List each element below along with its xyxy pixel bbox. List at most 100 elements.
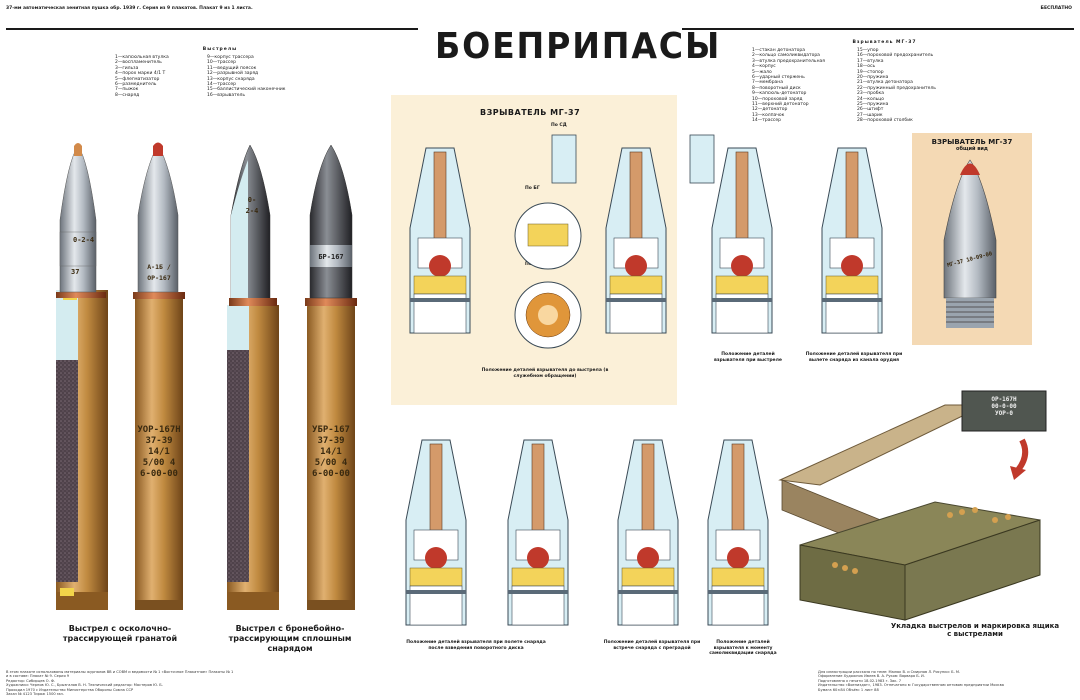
legend-item: 11—верхний детонатор	[752, 102, 809, 108]
legend-item: 3—гильза	[115, 65, 139, 71]
legend-item: 7—мембрана	[752, 80, 784, 86]
legend-fuze-col-2: 15—упор 16—пороховой предохранитель 17—в…	[857, 48, 936, 124]
legend-item: 14—трассер	[207, 82, 237, 88]
footer-line: Для иллюстрации рассказа по теме: Малюк …	[818, 670, 961, 674]
legend-fuze: Взрыватель МГ-37 1—стакан детонатора 2—к…	[752, 40, 977, 130]
legend-item: 19—стопор	[857, 69, 884, 75]
legend-shots-col-2: 9—корпус трассера 10—трассер 11—ведущий …	[207, 55, 285, 98]
fuze-detail-sd-2	[689, 134, 715, 184]
legend-item: 24—кольцо	[857, 96, 885, 102]
legend-item: 25—пружина	[857, 102, 889, 108]
fuze-general-title: ВЗРЫВАТЕЛЬ МГ-37	[931, 138, 1013, 146]
legend-item: 13—колпачок	[752, 112, 785, 118]
round-frag-external	[133, 142, 185, 610]
legend-item: 26—штифт	[857, 107, 884, 113]
legend-item: 2—кольцо самоликвидатора	[752, 53, 820, 59]
legend-item: 5—флегматизатор	[115, 76, 160, 82]
caption-bottom-3: Положение деталей взрывателя к моменту с…	[709, 640, 777, 656]
header-right: БЕСПЛАТНО	[1040, 6, 1072, 11]
legend-item: 6—ударный стержень	[752, 75, 805, 81]
footer-line: В этом плакате использованы материалы жу…	[6, 670, 234, 674]
legend-item: 10—трассер	[207, 60, 237, 66]
footer-line: Издательство «Воениздат», 1983. Отпечата…	[818, 683, 1004, 688]
legend-item: 4—корпус	[752, 64, 776, 70]
legend-item: 17—втулка	[857, 58, 884, 64]
legend-item: 10—пороховой заряд	[752, 96, 803, 102]
marking-line: УБР-167	[312, 425, 350, 435]
fuze-general-subtitle: общий вид	[956, 146, 988, 152]
fuze-cross-section-ab-center	[538, 305, 558, 325]
title-rule-left	[6, 28, 418, 30]
round-ap-cutaway	[227, 144, 279, 610]
footer-line: Подготовлено к печати 18.02.1983 г. Зак.…	[818, 678, 901, 683]
legend-item: 12—разрывной заряд	[207, 71, 259, 77]
caption-shot-frag: Выстрел с осколочно-трассирующей гранато…	[62, 624, 178, 643]
legend-item: 3—втулка предохранительная	[752, 58, 825, 64]
title-rule-right	[682, 28, 1074, 30]
fuze-panel-caption: Положение деталей взрывателя до выстрела…	[481, 368, 609, 379]
box-label-line: УОР-0	[994, 410, 1014, 417]
section-label-sd: По СД	[551, 123, 567, 128]
legend-item: 4—порох марки 4/1 Т	[115, 71, 166, 77]
legend-fuze-col-1: 1—стакан детонатора 2—кольцо самоликвида…	[752, 48, 825, 124]
caption-bottom-2: Положение деталей взрывателя при встрече…	[603, 640, 701, 651]
marking-left-body: 37	[71, 268, 80, 276]
legend-fuze-heading: Взрыватель МГ-37	[852, 40, 917, 45]
legend-item: 27—шарик	[857, 112, 883, 118]
legend-item: 22—пружинный предохранитель	[857, 85, 936, 91]
caption-at-muzzle: Положение деталей взрывателя при вылете …	[805, 352, 903, 363]
marking-line: 6-00-00	[312, 469, 350, 479]
legend-item: 5—жало	[752, 69, 772, 75]
ammo-box-label: ОР-167Н 00-0-00 УОР-0	[965, 396, 1043, 417]
legend-shots: Выстрелы 1—капсюльная втулка 2—воспламен…	[115, 47, 325, 107]
marking-line: УОР-167Н	[137, 425, 181, 435]
header-left: 37-мм автоматическая зенитная пушка обр.…	[6, 6, 253, 11]
footer-line: Редактор: Сибирцев О. Ф.	[6, 678, 56, 683]
legend-item: 15—баллистический наконечник	[207, 87, 286, 93]
fuze-cross-section-disk	[527, 223, 569, 247]
box-label-line: ОР-167Н	[991, 396, 1017, 403]
footer-line: Художники: Чернов Ю. С., Брызгалов В. Н.…	[6, 683, 163, 688]
section-label-bg: По БГ	[525, 186, 540, 191]
round-ap-external	[305, 144, 357, 610]
legend-item: 2—воспламенитель	[115, 60, 162, 66]
footer-line: Оформление Художник Ивлев В. А. Руков: В…	[818, 674, 925, 679]
legend-item: 6—размеднитель	[115, 82, 157, 88]
legend-item: 1—капсюльная втулка	[115, 55, 169, 60]
legend-shots-heading: Выстрелы	[202, 47, 238, 52]
round-frag-cutaway	[56, 143, 108, 610]
marking-right-nose: 0-2-4	[245, 196, 259, 215]
footer-line: Бумага 60×84 Объём: 1 лист 88	[818, 687, 879, 692]
legend-shots-col-1: 1—капсюльная втулка 2—воспламенитель 3—г…	[115, 55, 169, 98]
footer-line: и в составе: Плакат № 9. Серия 9	[6, 674, 70, 679]
marking-right-shell: БР-167	[318, 253, 344, 261]
legend-item: 18—ось	[857, 64, 876, 70]
legend-item: 1—стакан детонатора	[752, 48, 806, 53]
legend-item: 15—упор	[857, 48, 879, 53]
legend-item: 8—поворотный диск	[752, 85, 801, 91]
marking-left-shell: А-1Б / ОР-167	[147, 263, 171, 282]
marking-left-case: УОР-167Н 37-39 14/1 5/00 4 6-00-00	[135, 425, 183, 480]
legend-item: 16—взрыватель	[207, 92, 246, 98]
legend-item: 11—ведущий поясок	[207, 65, 257, 71]
legend-item: 9—капсюль-детонатор	[752, 91, 807, 97]
legend-item: 8—снаряд	[115, 92, 140, 98]
legend-item: 21—втулка детонатора	[857, 80, 913, 86]
legend-item: 23—пробка	[857, 91, 885, 97]
legend-item: 14—трассер	[752, 118, 782, 124]
caption-bottom-1: Положение деталей взрывателя при полете …	[406, 640, 546, 651]
marking-line: 14/1 5/00 4	[142, 447, 176, 468]
marking-left-nose: 0-2-4	[73, 236, 95, 244]
legend-item: 20—пружина	[857, 75, 889, 81]
caption-at-fire: Положение деталей взрывателя при выстрел…	[714, 352, 782, 363]
legend-item: 12—детонатор	[752, 107, 788, 113]
box-label-line: 00-0-00	[991, 403, 1017, 410]
fuze-detail-sd	[551, 134, 577, 184]
marking-line: 37-39	[317, 436, 345, 446]
legend-item: 28—пороховой столбик	[857, 118, 913, 124]
legend-item: 16—пороховой предохранитель	[857, 53, 934, 59]
